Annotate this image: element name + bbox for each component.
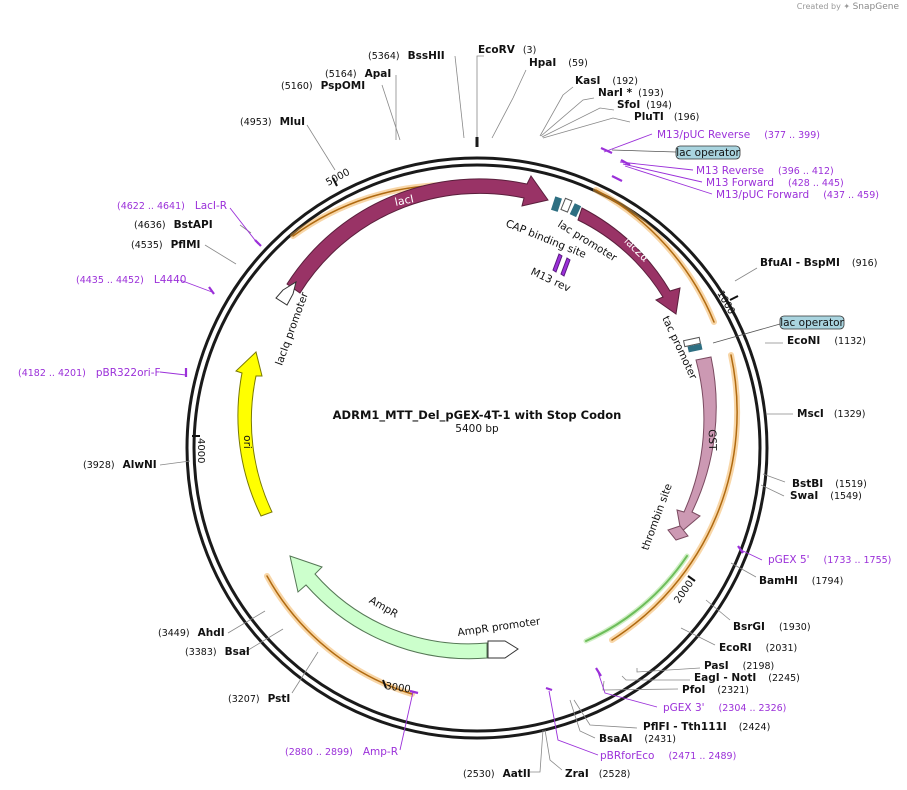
watermark-brand: SnapGene — [852, 2, 899, 12]
site-econi: EcoNI(1132) — [787, 335, 866, 347]
backbone-inner — [192, 163, 762, 733]
ori-feature — [235, 351, 273, 517]
snapgene-watermark: Created by ✦ SnapGene — [797, 2, 899, 12]
site-bsai: (3383)BsaI — [185, 646, 250, 658]
site-bfuai-bspmi: BfuAI - BspMI(916) — [760, 257, 877, 269]
laciq-promoter-feature — [275, 280, 297, 306]
lacza-feature — [577, 207, 681, 315]
site-bstbi: BstBI(1519) — [792, 478, 867, 490]
site-sfoi: SfoI(194) — [617, 99, 672, 111]
site-aatii: (2530)AatII — [463, 768, 531, 780]
orf-arcs — [264, 181, 741, 697]
site-swai: SwaI(1549) — [790, 490, 862, 502]
site-psti: (3207)PstI — [228, 693, 290, 705]
backbone-outer — [185, 156, 769, 740]
laci-label: lacI — [394, 192, 415, 209]
site-msci: MscI(1329) — [797, 408, 865, 420]
primer-pgex-5: pGEX 5'(1733 .. 1755) — [768, 554, 891, 566]
gst-feature — [676, 356, 717, 533]
site-alwni: (3928)AlwNI — [83, 459, 157, 471]
primer-amp-r: (2880 .. 2899)Amp-R — [285, 746, 398, 758]
tick-3000-label: 3000 — [385, 681, 412, 695]
lac-operator-label-2: lac operator — [780, 317, 844, 329]
site-bstapi: (4636)BstAPI — [134, 219, 213, 231]
snapgene-logo-icon: ✦ — [843, 2, 851, 11]
site-zrai: ZraI(2528) — [565, 768, 630, 780]
tick-1000 — [729, 295, 739, 301]
gst-label: GST — [706, 429, 719, 451]
tick-5000-label: 5000 — [324, 167, 352, 189]
site-ahdi: (3449)AhdI — [158, 627, 225, 639]
lac-operator-label-1: lac operator — [676, 147, 740, 159]
site-pspomi: (5160)PspOMI — [281, 80, 365, 92]
ori-label: ori — [241, 435, 253, 449]
tac-promoter-marker — [682, 336, 702, 348]
primer-pgex-3: pGEX 3'(2304 .. 2326) — [663, 702, 786, 714]
tick-3000 — [382, 679, 387, 689]
orf-gst-line — [611, 354, 738, 641]
watermark-prefix: Created by — [796, 2, 841, 11]
site-pluti: PluTI(196) — [634, 111, 699, 123]
primer-labels: M13/pUC Reverse(377 .. 399) M13 Reverse(… — [18, 129, 891, 762]
primer-m13-puc-forward: M13/pUC Forward(437 .. 459) — [716, 189, 879, 201]
primer-m13-forward: M13 Forward(428 .. 445) — [706, 177, 844, 189]
plasmid-name: ADRM1_MTT_Del_pGEX-4T-1 with Stop Codon — [333, 408, 622, 423]
orf-ampr-line — [266, 575, 413, 695]
ampr-feature — [289, 555, 488, 660]
primer-pbrforeco: pBRforEco(2471 .. 2489) — [600, 750, 736, 762]
site-ecorv: EcoRV(3) — [478, 44, 536, 56]
primer-l4440: (4435 .. 4452)L4440 — [76, 274, 186, 286]
ampr-promoter-feature — [487, 640, 519, 659]
site-bsaai: BsaAI(2431) — [599, 733, 676, 745]
site-bamhi: BamHI(1794) — [759, 575, 843, 587]
site-pflmi: (4535)PflMI — [131, 239, 200, 251]
site-mlui: (4953)MluI — [240, 116, 305, 128]
thrombin-site-label: thrombin site — [640, 482, 675, 552]
lac-operator-box-1: lac operator — [611, 145, 740, 160]
tick-2000 — [687, 575, 696, 582]
tick-4000-label: 4000 — [195, 438, 206, 463]
thrombin-site-feature — [667, 525, 689, 541]
plasmid-length: 5400 bp — [455, 423, 499, 435]
orf-lacza-line — [595, 189, 715, 323]
site-ecori: EcoRI(2031) — [719, 642, 797, 654]
site-apai: (5164)ApaI — [325, 68, 391, 80]
site-kasi: KasI(192) — [575, 75, 638, 87]
lac-promoter-marker — [560, 197, 573, 213]
orf-green-glow — [583, 553, 690, 644]
site-eagi-noti: EagI - NotI(2245) — [694, 672, 800, 684]
ampr-label: AmpR — [367, 594, 400, 620]
primer-leaders — [159, 133, 763, 756]
site-labels: EcoRV(3) HpaI(59) KasI(192) NarI *(193) … — [83, 44, 877, 780]
ampr-promoter-label: AmpR promoter — [457, 615, 542, 639]
site-leaders — [159, 55, 793, 773]
laciq-promoter-label: lacIq promoter — [273, 290, 311, 367]
cap-site-marker — [550, 196, 562, 212]
orf-green — [585, 555, 688, 642]
primer-m13-puc-reverse: M13/pUC Reverse(377 .. 399) — [657, 129, 820, 141]
site-pflfi-tth111i: PflFI - Tth111I(2424) — [643, 721, 770, 733]
site-nari: NarI *(193) — [598, 87, 664, 99]
laci-feature — [286, 175, 549, 294]
m13-rev-feature — [552, 253, 571, 277]
lac-operator-marker-1 — [569, 203, 582, 218]
site-bsshii: (5364)BssHII — [368, 50, 445, 62]
site-pasi: PasI(2198) — [704, 660, 774, 672]
site-bsrgi: BsrGI(1930) — [733, 621, 811, 633]
lac-operator-marker-2 — [687, 343, 703, 353]
primer-markers — [184, 146, 744, 695]
lac-operator-box-2: lac operator — [712, 315, 844, 344]
primer-laci-r: (4622 .. 4641)LacI-R — [117, 200, 227, 212]
site-pfoi: PfoI(2321) — [682, 684, 749, 696]
primer-m13-reverse: M13 Reverse(396 .. 412) — [696, 165, 834, 177]
primer-pbr322ori-f: (4182 .. 4201)pBR322ori-F — [18, 367, 161, 379]
site-hpai: HpaI(59) — [529, 57, 588, 69]
tick-1000-label: 1000 — [714, 289, 736, 317]
tick-5000 — [332, 177, 338, 187]
